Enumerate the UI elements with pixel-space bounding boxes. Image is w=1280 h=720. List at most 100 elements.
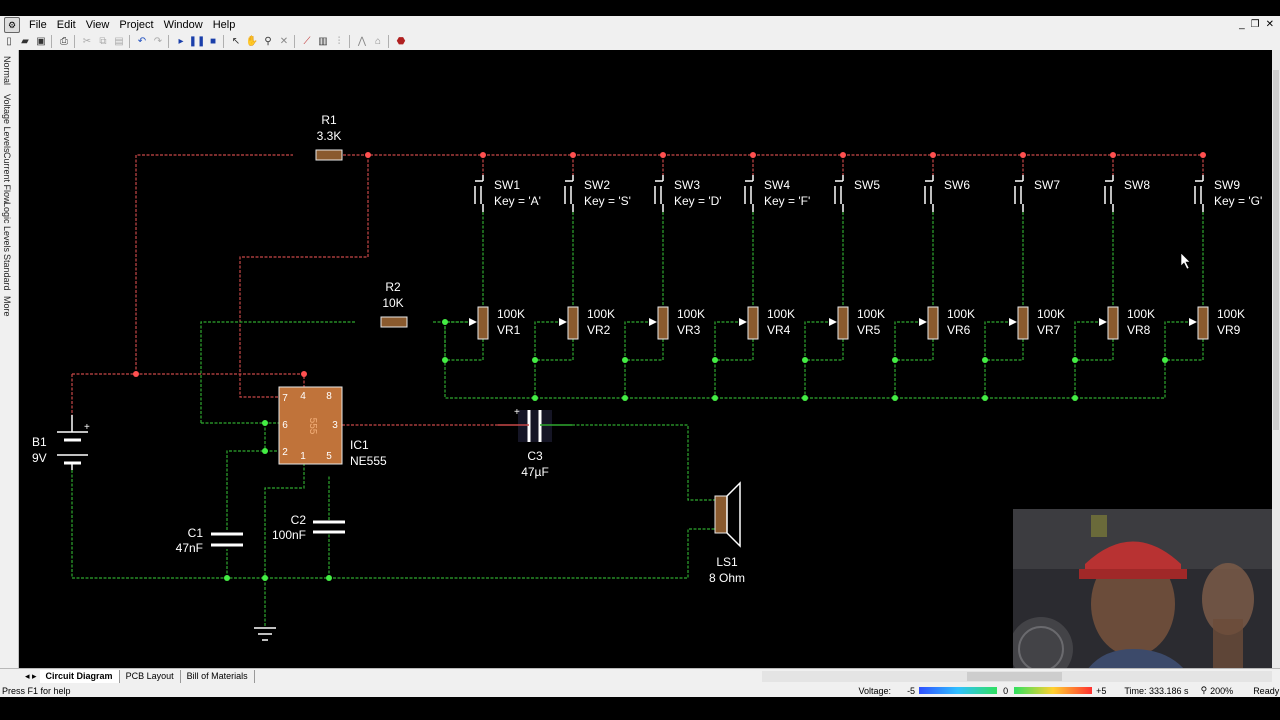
mouse-cursor-icon: [1180, 252, 1191, 270]
junction-icon[interactable]: ⋀: [357, 36, 367, 47]
pot-wiper-icon: [559, 318, 567, 326]
tab-pcb-layout[interactable]: PCB Layout: [120, 670, 181, 683]
paste-icon[interactable]: ▤: [114, 36, 124, 47]
wire-icon[interactable]: ⫶: [337, 36, 341, 47]
vertical-scrollbar[interactable]: [1272, 50, 1280, 668]
view-mode-normal[interactable]: Normal: [2, 56, 12, 86]
menu-view[interactable]: View: [85, 18, 110, 31]
tab-bill-of-materials[interactable]: Bill of Materials: [181, 670, 255, 683]
b1-battery[interactable]: [57, 415, 88, 470]
c2-capacitor[interactable]: [313, 520, 345, 534]
menu-project[interactable]: Project: [119, 18, 154, 31]
undo-icon[interactable]: ↶: [137, 36, 147, 47]
stop-sign-icon[interactable]: ⬣: [396, 36, 406, 47]
ic1-pin-7: 7: [282, 393, 288, 404]
junction-node: [622, 395, 628, 401]
tab-bar: ◂ ▸ Circuit Diagram PCB Layout Bill of M…: [0, 668, 1280, 684]
switch-sw4[interactable]: [744, 175, 754, 212]
pot-vr4[interactable]: [747, 306, 759, 340]
switch-key: Key = 'A': [494, 194, 541, 208]
switch-sw9[interactable]: [1194, 175, 1204, 212]
tab-circuit-diagram[interactable]: Circuit Diagram: [39, 670, 120, 683]
menu-file[interactable]: File: [29, 18, 47, 31]
view-mode-logic-levels[interactable]: Logic Levels: [2, 202, 12, 253]
delete-icon[interactable]: ✕: [279, 36, 289, 47]
probe-icon[interactable]: ⟋: [303, 36, 311, 47]
switch-ref: SW1: [494, 178, 520, 192]
select-icon[interactable]: ↖: [231, 36, 241, 47]
vertical-scroll-thumb[interactable]: [1273, 70, 1279, 430]
zoom-icon[interactable]: ⚲: [264, 36, 272, 47]
switch-sw6[interactable]: [924, 175, 934, 212]
ic1-chip[interactable]: [278, 386, 343, 465]
c3-capacitor[interactable]: [498, 410, 572, 442]
horizontal-scroll-thumb[interactable]: [967, 672, 1062, 681]
switch-sw3[interactable]: [654, 175, 664, 212]
pot-vr6[interactable]: [927, 306, 939, 340]
r1-resistor[interactable]: [315, 149, 343, 161]
redo-icon[interactable]: ↷: [153, 36, 163, 47]
label-icon[interactable]: ⌂: [374, 36, 382, 47]
b1-value: 9V: [32, 451, 47, 465]
tab-nav-arrows-icon[interactable]: ◂ ▸: [25, 671, 37, 681]
switch-sw1[interactable]: [474, 175, 484, 212]
c1-capacitor[interactable]: [211, 532, 243, 547]
pot-vr8[interactable]: [1107, 306, 1119, 340]
pot-value: 100K: [587, 307, 615, 321]
pan-icon[interactable]: ✋: [245, 36, 259, 47]
pot-vr3[interactable]: [657, 306, 669, 340]
r2-ref: R2: [385, 280, 401, 294]
circuit-canvas[interactable]: R1 3.3K R2 10K + B1 9V 555 4 8 7 6 3 2 1…: [19, 50, 1272, 668]
close-icon[interactable]: ✕: [1265, 19, 1274, 30]
minimize-icon[interactable]: _: [1239, 19, 1245, 30]
view-mode-standard[interactable]: Standard: [2, 254, 12, 291]
c2-value: 100nF: [272, 528, 306, 542]
pause-icon[interactable]: ❚❚: [188, 36, 206, 47]
voltage-scale-positive: [1014, 687, 1093, 694]
junction-node: [301, 371, 307, 377]
view-mode-more[interactable]: More: [2, 296, 12, 317]
view-mode-voltage-levels[interactable]: Voltage Levels: [2, 94, 12, 153]
switch-sw2[interactable]: [564, 175, 574, 212]
pot-vr5[interactable]: [837, 306, 849, 340]
junction-node: [133, 371, 139, 377]
junction-node: [802, 395, 808, 401]
open-icon[interactable]: ▰: [21, 36, 29, 47]
print-icon[interactable]: ⎙: [60, 36, 68, 47]
r1-value: 3.3K: [317, 129, 342, 143]
junction-node: [660, 152, 666, 158]
stop-icon[interactable]: ■: [209, 36, 217, 47]
c2-ref: C2: [291, 513, 307, 527]
switch-ref: SW9: [1214, 178, 1240, 192]
menu-window[interactable]: Window: [163, 18, 203, 31]
ls1-speaker[interactable]: [714, 481, 741, 548]
copy-icon[interactable]: ⧉: [99, 36, 107, 47]
switch-sw7[interactable]: [1014, 175, 1024, 212]
pot-ref: VR1: [497, 323, 521, 337]
pot-ref: VR7: [1037, 323, 1061, 337]
r2-resistor[interactable]: [380, 316, 408, 328]
pot-vr2[interactable]: [567, 306, 579, 340]
view-mode-current-flow[interactable]: Current Flow: [2, 152, 12, 204]
menu-edit[interactable]: Edit: [56, 18, 76, 31]
pot-vr1[interactable]: [477, 306, 489, 340]
horizontal-scrollbar[interactable]: [762, 671, 1272, 682]
switch-ref: SW3: [674, 178, 700, 192]
cut-icon[interactable]: ✂: [82, 36, 92, 47]
restore-icon[interactable]: ❐: [1250, 19, 1260, 30]
pot-vr7[interactable]: [1017, 306, 1029, 340]
menu-help[interactable]: Help: [212, 18, 236, 31]
junction-node: [570, 152, 576, 158]
c3-value: 47µF: [521, 465, 549, 479]
switch-sw5[interactable]: [834, 175, 844, 212]
pot-wiper-icon: [649, 318, 657, 326]
ls1-value: 8 Ohm: [709, 571, 745, 585]
switch-sw8[interactable]: [1104, 175, 1114, 212]
new-icon[interactable]: ▯: [6, 36, 12, 47]
ic1-pin-8: 8: [326, 391, 332, 402]
pot-vr9[interactable]: [1197, 306, 1209, 340]
ic1-value: NE555: [350, 454, 387, 468]
save-icon[interactable]: ▣: [36, 36, 46, 47]
component-icon[interactable]: ▥: [318, 36, 328, 47]
play-icon[interactable]: ▸: [178, 36, 184, 47]
